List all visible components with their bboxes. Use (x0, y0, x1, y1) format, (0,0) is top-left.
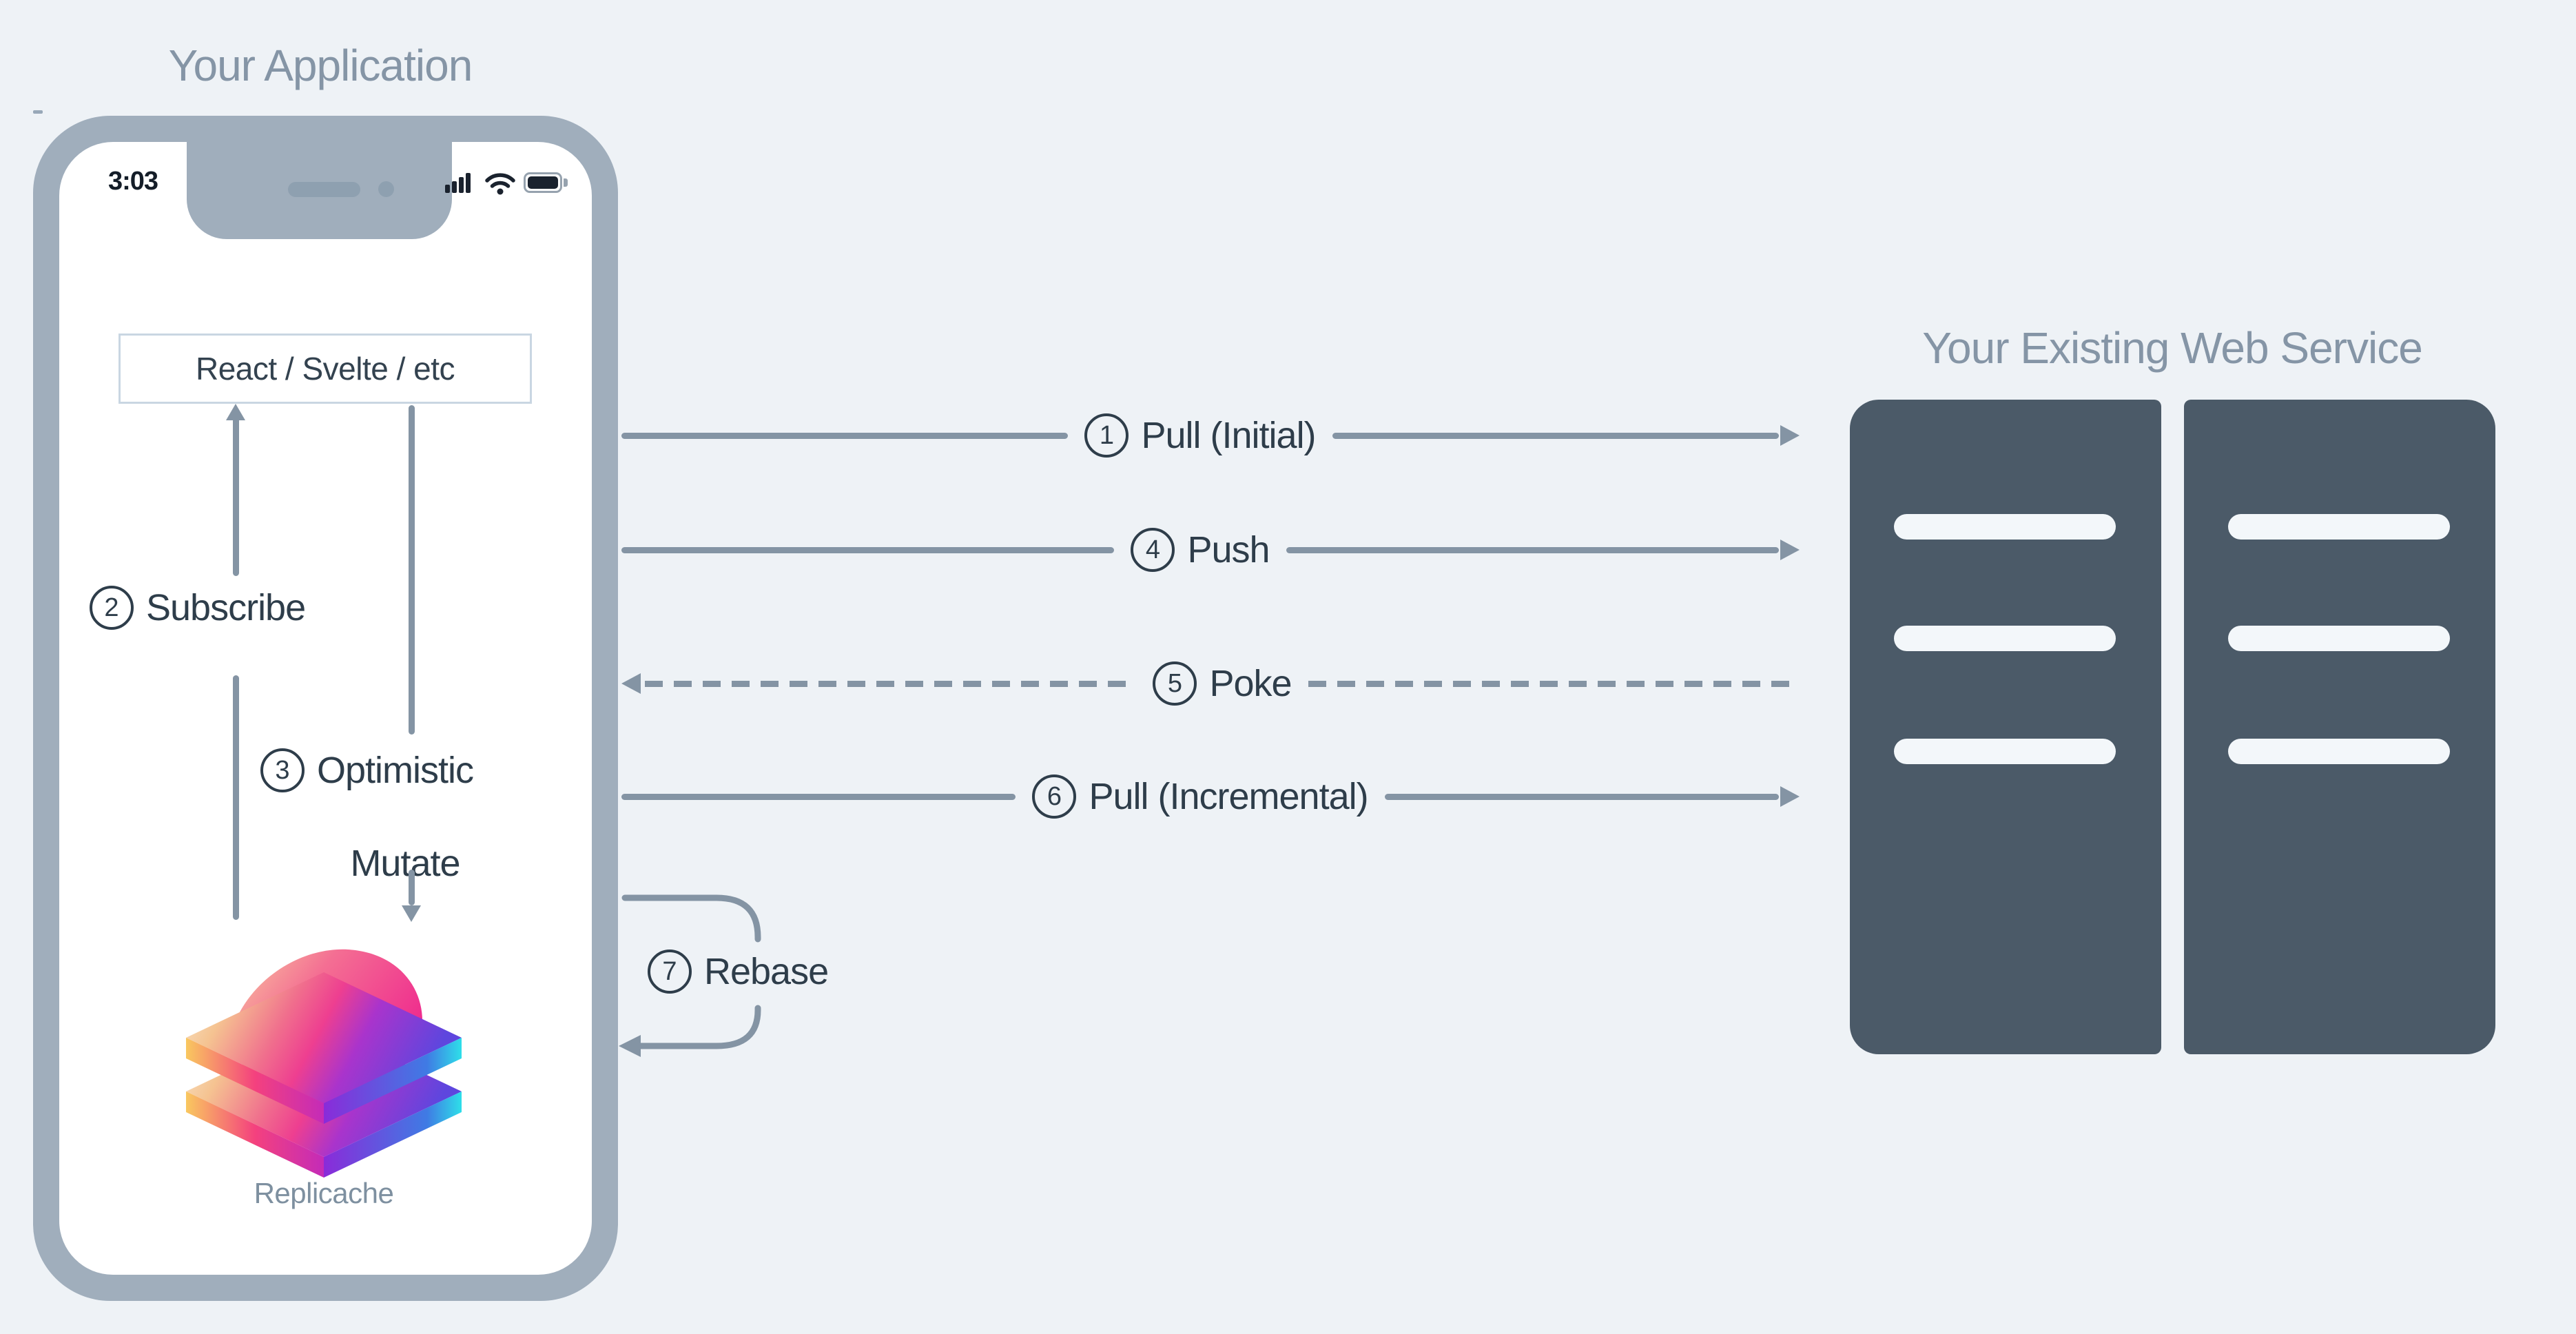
pull-initial-text: Pull (Initial) (1141, 415, 1316, 456)
status-bar-time: 3:03 (107, 167, 158, 196)
web-service-title: Your Existing Web Service (1922, 323, 2423, 373)
rebase-flow-label: 7 Rebase (648, 950, 829, 994)
arrow-line (1286, 546, 1779, 553)
subscribe-arrow-shaft (233, 418, 239, 576)
pull-incremental-label: 6 Pull (Incremental) (1032, 774, 1369, 819)
server-rack-left (1850, 400, 2161, 1054)
push-text: Push (1187, 529, 1270, 571)
ui-framework-label: React / Svelte / etc (195, 351, 455, 387)
mutate-arrowhead-down-icon (402, 905, 421, 922)
mutate-text-line2: Mutate (350, 843, 460, 884)
flow-row-push: 4 Push (621, 525, 1800, 575)
poke-number-badge: 5 (1153, 661, 1197, 706)
battery-nub (564, 178, 568, 187)
poke-text: Poke (1209, 663, 1292, 704)
subscribe-number-badge: 2 (90, 586, 134, 630)
push-number-badge: 4 (1131, 528, 1175, 572)
flow-row-pull-initial: 1 Pull (Initial) (621, 411, 1800, 460)
server-slot (2228, 739, 2450, 764)
mutate-arrow-shaft-lower (409, 870, 415, 905)
pull-initial-label: 1 Pull (Initial) (1084, 413, 1317, 458)
application-title: Your Application (168, 41, 473, 90)
arrowhead-left-icon (621, 673, 641, 694)
server-slot (2228, 626, 2450, 651)
arrow-line (621, 432, 1069, 439)
server-slot (1894, 739, 2116, 764)
server-slot (2228, 514, 2450, 540)
mutate-flow-label: 3 Optimistic (260, 748, 474, 792)
pull-incremental-text: Pull (Incremental) (1089, 776, 1368, 817)
subscribe-text: Subscribe (146, 587, 306, 628)
camera-icon (378, 181, 394, 197)
subscribe-arrow-shaft-lower (233, 675, 239, 920)
arrow-line (1332, 432, 1780, 439)
rebase-number-badge: 7 (648, 950, 692, 994)
arrow-line (621, 546, 1115, 553)
mutate-number-badge: 3 (260, 748, 305, 792)
server-slot (1894, 626, 2116, 651)
server-slot (1894, 514, 2116, 540)
arrowhead-right-icon (1780, 786, 1800, 807)
dashed-arrow-line (1308, 680, 1800, 687)
stray-mark (33, 110, 43, 114)
replicache-label: Replicache (254, 1177, 394, 1209)
flow-row-pull-incremental: 6 Pull (Incremental) (621, 772, 1800, 821)
pull-incremental-number-badge: 6 (1032, 774, 1077, 819)
arrowhead-right-icon (1780, 540, 1800, 560)
mutate-arrow-shaft (409, 405, 415, 735)
wifi-icon (485, 173, 515, 195)
rebase-loop-arrow (619, 894, 761, 1057)
signal-bars-icon (445, 172, 475, 193)
push-label: 4 Push (1131, 528, 1270, 572)
speaker-icon (288, 182, 360, 197)
battery-icon (524, 172, 562, 193)
flow-row-poke: 5 Poke (621, 659, 1800, 708)
dashed-arrow-line (645, 680, 1137, 687)
ui-framework-box: React / Svelte / etc (119, 334, 532, 404)
arrow-line (1384, 793, 1780, 800)
pull-initial-number-badge: 1 (1084, 413, 1129, 458)
poke-label: 5 Poke (1153, 661, 1292, 706)
rebase-text: Rebase (704, 951, 829, 992)
replicache-logo (186, 949, 462, 1178)
server-rack-right (2184, 400, 2495, 1054)
mutate-text-line1: Optimistic (317, 750, 474, 791)
arrow-line (621, 793, 1016, 800)
arrowhead-right-icon (1780, 425, 1800, 446)
subscribe-flow-label: 2 Subscribe (90, 586, 306, 630)
